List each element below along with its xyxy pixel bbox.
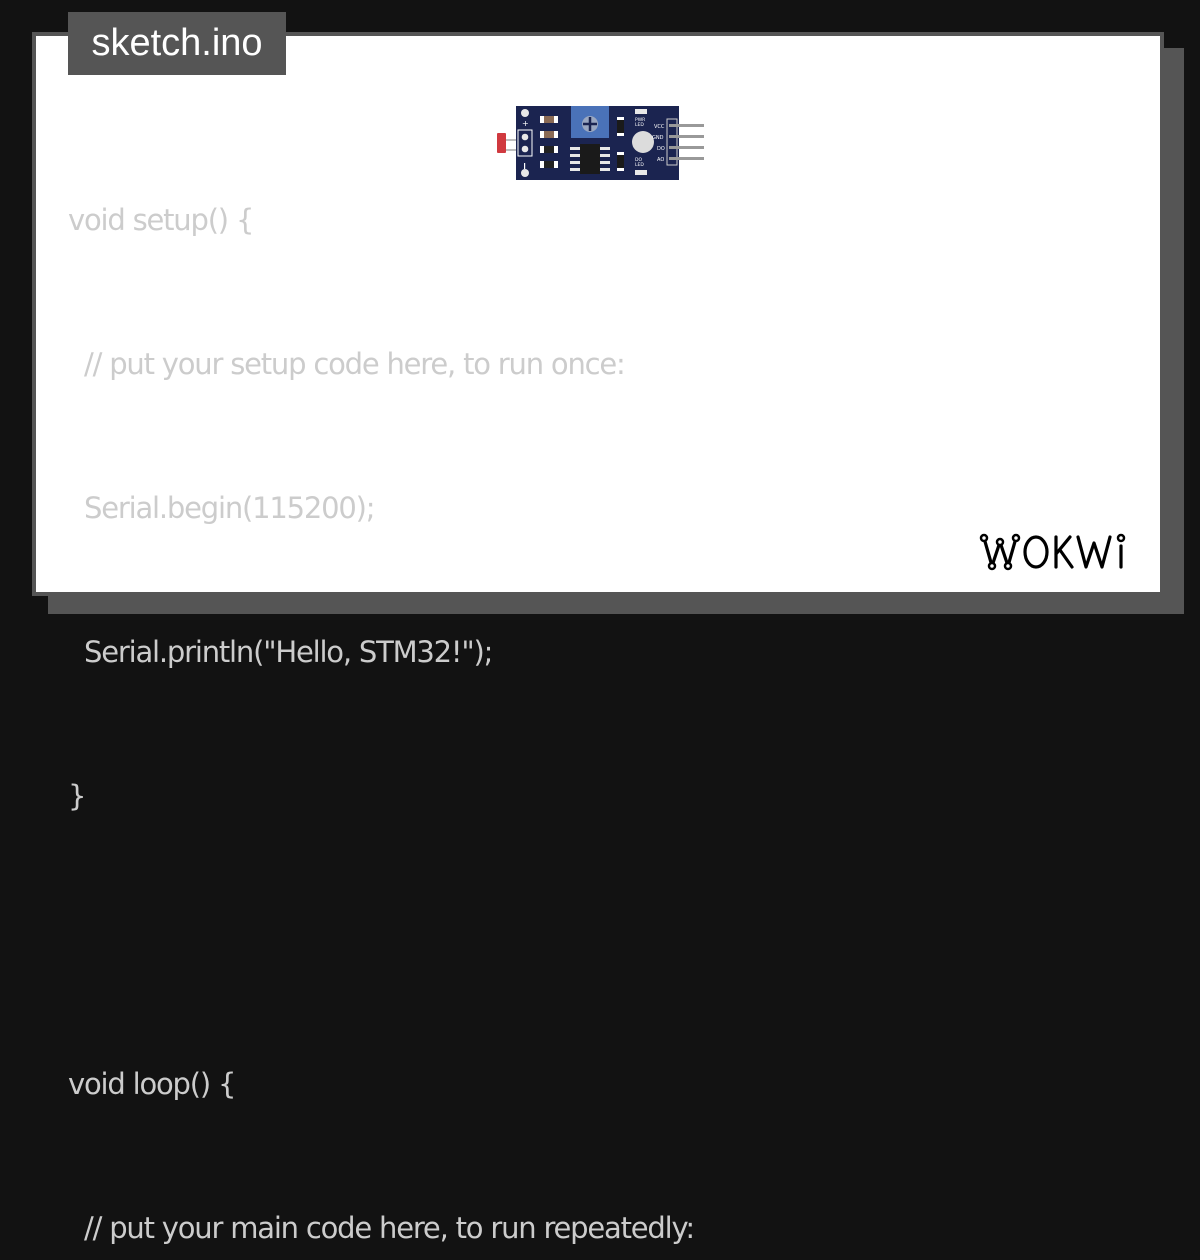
pin-gnd	[669, 135, 704, 138]
svg-text:LED: LED	[635, 162, 644, 168]
svg-text:PWR: PWR	[635, 117, 645, 123]
pin-do	[669, 146, 704, 149]
code-line: Serial.println("Hello, STM32!");	[68, 635, 493, 669]
code-line: // put your setup code here, to run once…	[68, 347, 626, 381]
code-line: Serial.begin(115200);	[68, 491, 375, 525]
code-editor[interactable]: void setup() { // put your setup code he…	[68, 100, 695, 1260]
svg-text:WOKWi: WOKWi	[978, 528, 982, 529]
file-tab-label: sketch.ino	[91, 22, 263, 64]
svg-text:DO: DO	[635, 157, 642, 163]
code-line: }	[68, 779, 86, 813]
wokwi-logo-icon: WOKWi	[978, 528, 1126, 571]
code-line: void loop() {	[68, 1067, 236, 1101]
code-line: // put your main code here, to run repea…	[68, 1211, 695, 1245]
svg-text:DO: DO	[657, 146, 665, 152]
svg-text:AO: AO	[657, 157, 664, 163]
pin-ao	[669, 157, 704, 160]
code-line	[68, 916, 694, 964]
sensor-module-graphic: + PWR LED DO LED	[497, 106, 704, 180]
svg-text:+: +	[522, 119, 529, 128]
led-dome-icon	[632, 131, 654, 153]
code-line: void setup() {	[68, 203, 254, 237]
wokwi-logo: WOKWi	[978, 528, 1150, 576]
svg-text:VCC: VCC	[654, 124, 665, 130]
pin-vcc	[669, 124, 704, 127]
svg-text:GND: GND	[652, 135, 664, 141]
ldr-icon	[497, 133, 506, 153]
svg-text:LED: LED	[635, 122, 644, 128]
file-tab[interactable]: sketch.ino	[68, 12, 286, 75]
photoresistor-sensor-module[interactable]: + PWR LED DO LED	[494, 104, 708, 182]
